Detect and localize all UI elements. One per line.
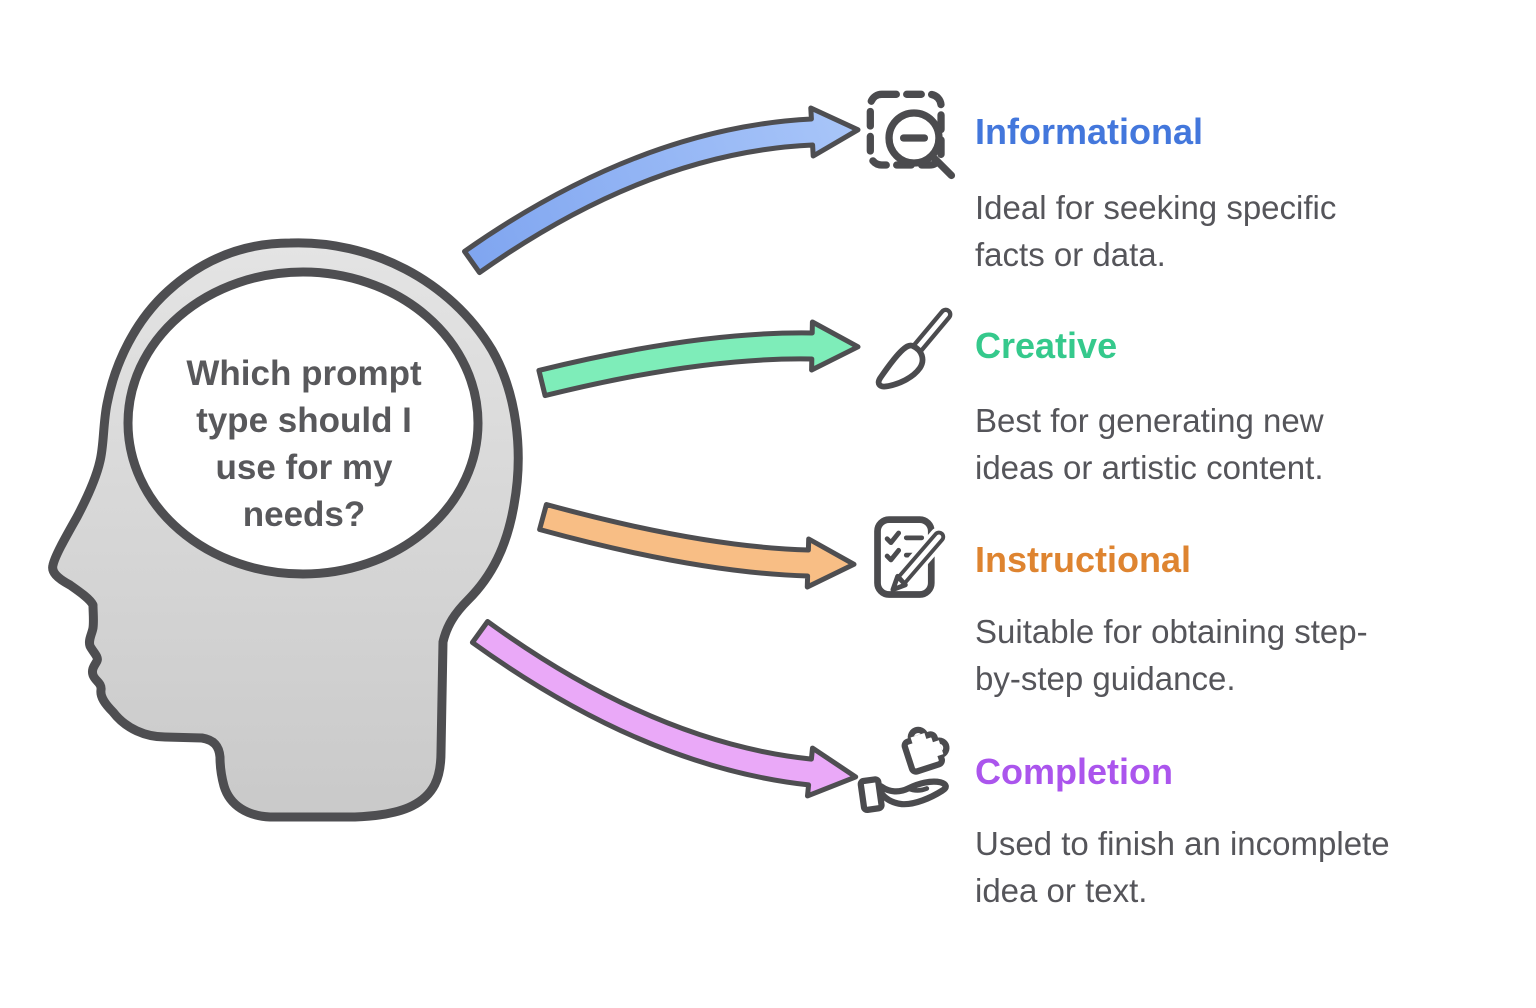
paintbrush-icon [866,300,962,401]
informational-arrow [462,105,861,276]
description-line: Used to finish an incomplete [975,825,1390,862]
creative-description: Best for generating new ideas or artisti… [975,397,1324,491]
clipboard-pencil-icon [866,510,962,611]
description-line: idea or text. [975,872,1148,909]
head-question-line: needs? [242,495,366,534]
description-line: by-step guidance. [975,660,1236,697]
instructional-description: Suitable for obtaining step- by-step gui… [975,608,1368,702]
completion-title: Completion [975,751,1173,792]
thought-circle [123,267,483,579]
description-line: facts or data. [975,236,1166,273]
head-question-line: type should I [196,401,412,440]
completion-arrow [469,619,859,799]
informational-description: Ideal for seeking specific facts or data… [975,184,1336,278]
head-question-line: use for my [215,448,393,487]
description-line: Suitable for obtaining step- [975,613,1368,650]
hand-puzzle-icon [854,724,958,833]
instructional-arrow [537,502,857,590]
creative-title: Creative [975,325,1118,366]
creative-arrow [536,319,861,399]
instructional-title: Instructional [975,539,1192,580]
description-line: Best for generating new [975,402,1324,439]
zoom-out-selection-icon [862,86,966,195]
completion-description: Used to finish an incomplete idea or tex… [975,820,1390,914]
informational-title: Informational [975,111,1204,152]
head-question: Which prompt type should I use for my ne… [158,350,450,538]
description-line: Ideal for seeking specific [975,189,1337,226]
description-line: ideas or artistic content. [975,449,1324,486]
head-question-line: Which prompt [186,354,422,393]
